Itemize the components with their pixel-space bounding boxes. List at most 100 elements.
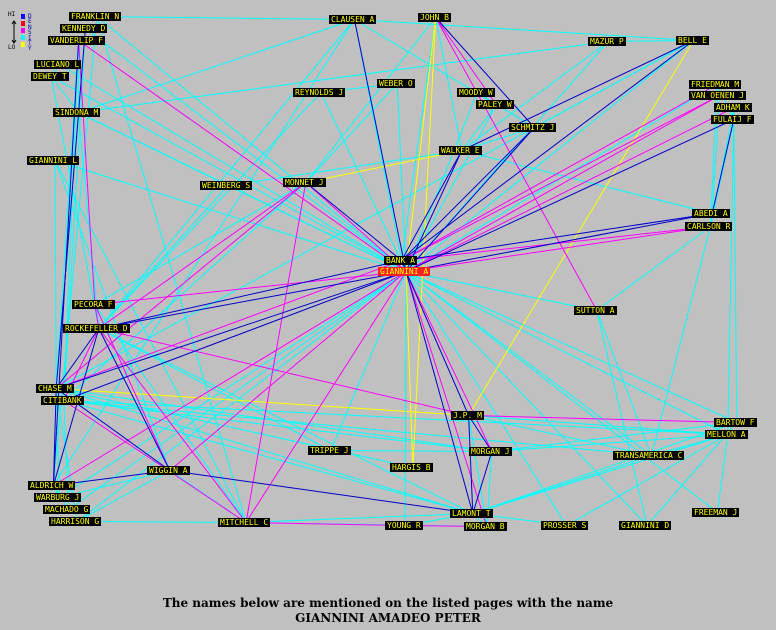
edge-wiggin-a-to-lamont-t [169, 470, 473, 514]
edge-bank-a-to-john-b [401, 17, 437, 261]
legend-lo-label: LO [8, 44, 16, 51]
edge-monnet-j-to-mitchell-c [245, 182, 307, 523]
edge-rockefeller-d-to-aldrich-w [52, 328, 100, 486]
edge-hargis-b-to-chase-m [56, 388, 413, 468]
edge-giannini-a-to-freeman-j [405, 271, 718, 513]
edge-john-b-to-hargis-b [412, 17, 437, 468]
edge-giannini-a-to-hargis-b [405, 271, 414, 468]
edge-rockefeller-d-to-j-p-m [98, 328, 469, 416]
edge-morgan-j-to-lamont-t [472, 451, 493, 514]
node-kennedy-d[interactable]: KENNEDY D [60, 24, 108, 33]
edge-clausen-a-to-rockefeller-d [98, 19, 355, 329]
edge-giannini-a-to-kennedy-d [85, 28, 407, 272]
node-aldrich-w[interactable]: ALDRICH W [28, 481, 76, 490]
node-adham-k[interactable]: ADHAM K [714, 103, 752, 112]
edge-bell-e-to-walker-e [461, 40, 694, 151]
node-van-oenen-j[interactable]: VAN OENEN J [689, 91, 746, 100]
node-mellon-a[interactable]: MELLON A [705, 430, 748, 439]
node-dewey-t[interactable]: DEWEY T [31, 72, 69, 81]
node-franklin-n[interactable]: FRANKLIN N [69, 12, 122, 21]
node-john-b[interactable]: JOHN B [418, 13, 451, 22]
node-prosser-s[interactable]: PROSSER S [541, 521, 589, 530]
node-luciano-l[interactable]: LUCIANO L [34, 60, 82, 69]
node-freeman-j[interactable]: FREEMAN J [692, 508, 740, 517]
node-j-p-m[interactable]: J.P. M [451, 411, 484, 420]
edge-bank-a-to-walker-e [401, 150, 463, 261]
edge-citibank-to-mellon-a [63, 400, 728, 435]
edge-giannini-a-to-morgan-b [405, 271, 488, 527]
edge-john-b-to-walker-e [435, 17, 463, 151]
node-young-r[interactable]: YOUNG R [385, 521, 423, 530]
node-bartow-f[interactable]: BARTOW F [714, 418, 757, 427]
edge-giannini-a-to-adham-k [405, 107, 735, 272]
edge-rockefeller-d-to-wiggin-a [98, 328, 171, 471]
node-morgan-b[interactable]: MORGAN B [464, 522, 507, 531]
node-reynolds-j[interactable]: REYNOLDS J [293, 88, 346, 97]
edge-giannini-a-to-mellon-a [405, 271, 729, 435]
node-giannini-d[interactable]: GIANNINI D [619, 521, 672, 530]
edge-giannini-a-to-abedi-a [405, 213, 713, 272]
edge-j-p-m-to-lamont-t [468, 415, 474, 514]
node-weber-o[interactable]: WEBER O [377, 79, 415, 88]
edge-giannini-a-to-sutton-a [405, 271, 597, 311]
node-friedman-m[interactable]: FRIEDMAN M [689, 80, 742, 89]
node-sindona-m[interactable]: SINDONA M [53, 108, 101, 117]
edge-vanderlip-f-to-citibank [63, 40, 80, 401]
node-walker-e[interactable]: WALKER E [439, 146, 482, 155]
edge-giannini-a-to-chase-m [56, 271, 407, 389]
node-sutton-a[interactable]: SUTTON A [574, 306, 617, 315]
edge-clausen-a-to-sindona-m [78, 19, 355, 113]
node-trippe-j[interactable]: TRIPPE J [308, 446, 351, 455]
edge-giannini-a-to-machado-g [68, 271, 407, 510]
edge-giannini-a-to-john-b [405, 17, 437, 272]
node-mitchell-c[interactable]: MITCHELL C [218, 518, 271, 527]
node-weinberg-s[interactable]: WEINBERG S [200, 181, 253, 190]
node-rockefeller-d[interactable]: ROCKEFELLER D [63, 324, 130, 333]
legend-arrow-icon [11, 20, 17, 44]
edge-giannini-a-to-wiggin-a [169, 271, 407, 471]
edge-giannini-a-to-morgan-j [405, 271, 493, 452]
node-fulaij-f[interactable]: FULAIJ F [711, 115, 754, 124]
node-abedi-a[interactable]: ABEDI A [692, 209, 730, 218]
node-citibank[interactable]: CITIBANK [41, 396, 84, 405]
edge-chase-m-to-j-p-m [56, 388, 469, 416]
edge-giannini-a-to-paley-w [405, 104, 497, 272]
edge-giannini-a-to-mitchell-c [245, 271, 407, 523]
node-machado-g[interactable]: MACHADO G [43, 505, 91, 514]
legend-swatch [21, 42, 25, 47]
edge-giannini-l-to-chase-m [54, 160, 57, 389]
node-giannini-l[interactable]: GIANNINI L [27, 156, 80, 165]
node-mazur-p[interactable]: MAZUR P [588, 37, 626, 46]
node-carlson-r[interactable]: CARLSON R [685, 222, 733, 231]
node-monnet-j[interactable]: MONNET J [283, 178, 326, 187]
edge-dewey-t-to-rockefeller-d [50, 76, 100, 329]
edge-monnet-j-to-walker-e [305, 150, 462, 183]
node-bell-e[interactable]: BELL E [676, 36, 709, 45]
node-moody-w[interactable]: MOODY W [457, 88, 495, 97]
edge-giannini-a-to-bartow-f [405, 271, 738, 423]
node-harrison-g[interactable]: HARRISON G [49, 517, 102, 526]
node-bank-a[interactable]: BANK A [384, 256, 417, 265]
edge-bank-a-to-bell-e [401, 40, 694, 261]
node-pecora-f[interactable]: PECORA F [72, 300, 115, 309]
node-hargis-b[interactable]: HARGIS B [390, 463, 433, 472]
node-schmitz-j[interactable]: SCHMITZ J [509, 123, 557, 132]
node-transamerica-c[interactable]: TRANSAMERICA C [613, 451, 685, 460]
edge-sindona-m-to-rockefeller-d [77, 112, 100, 329]
edge-giannini-a-to-giannini-l [54, 160, 407, 272]
node-morgan-j[interactable]: MORGAN J [469, 447, 512, 456]
edge-giannini-a-to-trippe-j [330, 271, 407, 451]
node-paley-w[interactable]: PALEY W [476, 100, 514, 109]
node-clausen-a[interactable]: CLAUSEN A [329, 15, 377, 24]
node-lamont-t[interactable]: LAMONT T [450, 509, 493, 518]
node-chase-m[interactable]: CHASE M [36, 384, 74, 393]
edge-trippe-j-to-morgan-j [330, 450, 492, 452]
node-warburg-j[interactable]: WARBURG J [34, 493, 82, 502]
node-giannini-a[interactable]: GIANNINI A [378, 267, 431, 276]
edge-citibank-to-transamerica-c [63, 400, 652, 456]
edge-franklin-n-to-mitchell-c [96, 16, 247, 523]
edge-layer [50, 16, 738, 527]
node-wiggin-a[interactable]: WIGGIN A [147, 466, 190, 475]
node-vanderlip-f[interactable]: VANDERLIP F [48, 36, 105, 45]
edge-bell-e-to-schmitz-j [534, 40, 694, 128]
